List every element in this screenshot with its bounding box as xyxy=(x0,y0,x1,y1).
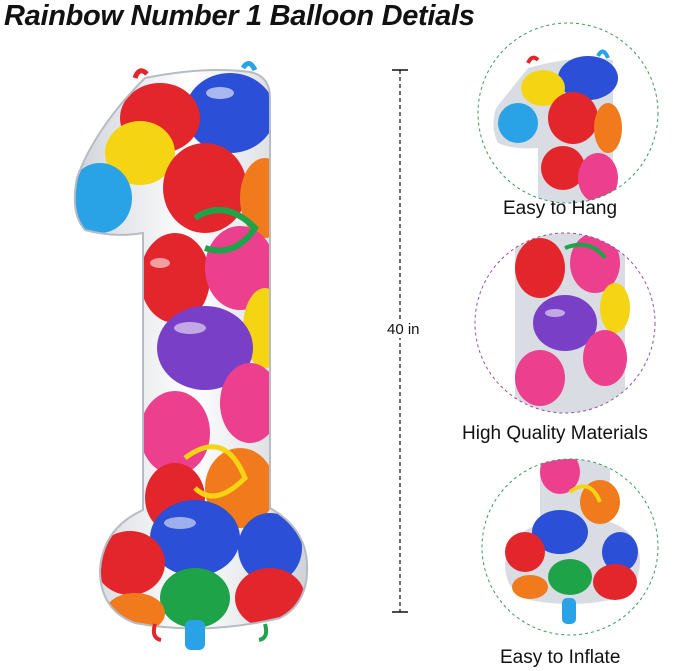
caption-easy-to-hang: Easy to Hang xyxy=(503,198,618,219)
height-dimension-line xyxy=(392,69,408,613)
number-one-balloon xyxy=(73,61,309,650)
detail-circle-materials xyxy=(465,228,665,418)
detail-circle-inflate xyxy=(470,452,670,642)
caption-high-quality-materials: High Quality Materials xyxy=(462,423,648,444)
height-label: 40 in xyxy=(385,321,422,338)
page-title: Rainbow Number 1 Balloon Detials xyxy=(4,0,475,32)
detail-circle-hang xyxy=(468,18,668,208)
caption-easy-to-inflate: Easy to Inflate xyxy=(500,647,621,668)
